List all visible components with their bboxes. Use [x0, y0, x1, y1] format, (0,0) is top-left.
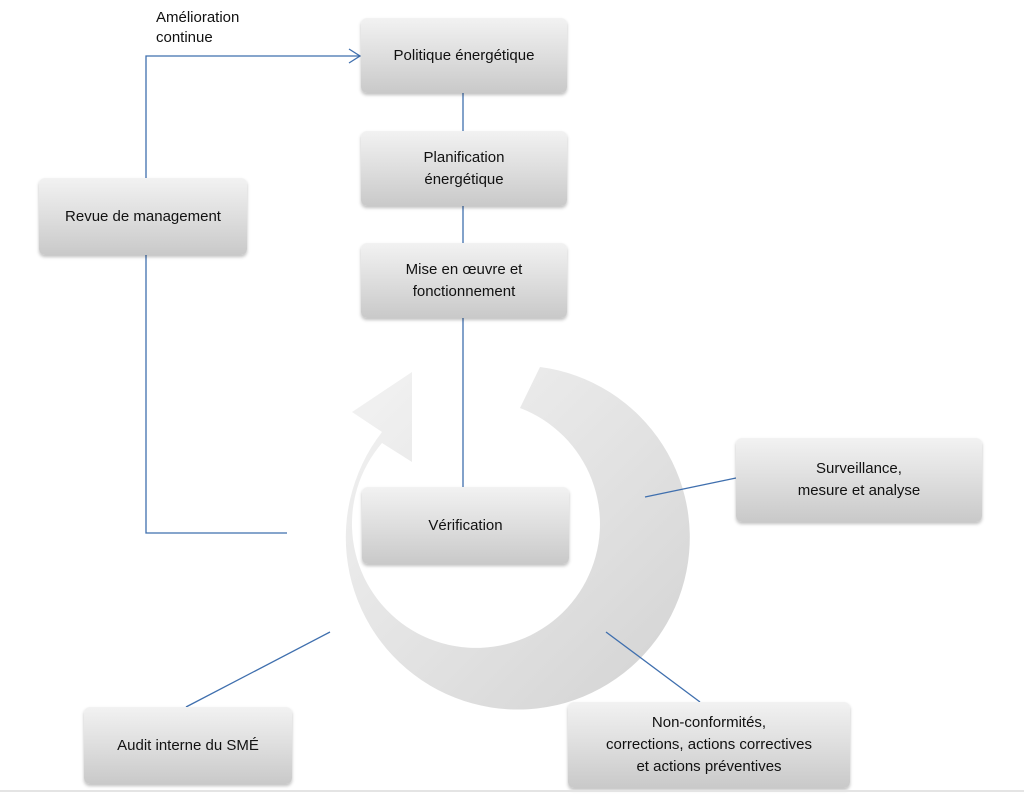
bottom-divider	[0, 790, 1024, 792]
improvement-top-connector	[145, 55, 360, 178]
box-verification-label: Vérification	[428, 516, 503, 534]
box-mise-en-oeuvre: Mise en œuvre et fonctionnement	[361, 243, 567, 318]
box-planification-energetique: Planification énergétique	[361, 131, 567, 206]
box-surveillance: Surveillance, mesure et analyse	[736, 438, 982, 522]
box-non-conformites: Non-conformités, corrections, actions co…	[568, 702, 850, 788]
box-mise-en-oeuvre-label: Mise en œuvre et fonctionnement	[405, 260, 523, 300]
cycle-arrow	[345, 367, 690, 710]
box-audit-interne-label: Audit interne du SMÉ	[117, 736, 259, 754]
box-surveillance-label: Surveillance, mesure et analyse	[797, 460, 921, 499]
improvement-arrowhead-icon	[348, 48, 362, 64]
box-politique-energetique-label: Politique énergétique	[393, 46, 535, 64]
box-verification: Vérification	[362, 487, 569, 564]
box-audit-interne: Audit interne du SMÉ	[84, 707, 292, 784]
box-planification-energetique-label: Planification énergétique	[423, 148, 505, 188]
box-revue-de-management: Revue de management	[39, 178, 247, 255]
box-non-conformites-label: Non-conformités, corrections, actions co…	[606, 714, 812, 775]
improvement-label: Amélioration continue	[156, 9, 240, 46]
cycle-arrow-ring	[345, 367, 690, 710]
connector-surveillance	[644, 477, 737, 498]
box-politique-energetique: Politique énergétique	[361, 18, 567, 93]
connector-non-conformites	[605, 631, 701, 703]
box-revue-de-management-label: Revue de management	[65, 207, 221, 225]
improvement-loop-connector	[145, 255, 287, 534]
connector-audit	[185, 631, 331, 708]
